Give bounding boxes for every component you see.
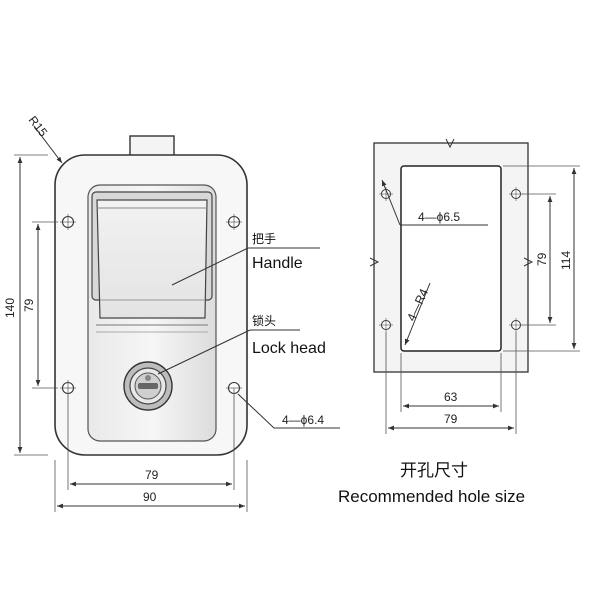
cutout-width-inner-label: 63: [444, 390, 458, 404]
latch-front-view: R15 140 79 79 90 4—ϕ6.4 把手 Handle 锁头: [3, 113, 340, 512]
cutout-view: 4—ϕ6.5 4—R4 79 114 63 79 开孔尺寸 Recommende…: [338, 138, 580, 506]
lock-head-label-cn: 锁头: [252, 313, 276, 328]
lock-head-label: Lock head: [252, 340, 326, 357]
handle-label-cn: 把手: [252, 232, 276, 246]
cutout-height-outer-label: 114: [559, 251, 573, 270]
cutout-hole-label: 4—ϕ6.5: [418, 210, 460, 224]
hole-diameter-label: 4—ϕ6.4: [282, 413, 324, 427]
cutout-title-cn: 开孔尺寸: [400, 461, 468, 481]
width-total-label: 90: [143, 490, 157, 504]
cutout-hole: [400, 165, 502, 352]
width-holes-label: 79: [145, 468, 159, 482]
handle-label: Handle: [252, 255, 303, 272]
mounting-holes: [60, 214, 242, 396]
cutout-mount-holes: [379, 187, 523, 332]
cutout-title: Recommended hole size: [338, 487, 525, 506]
height-holes-label: 79: [22, 298, 36, 312]
cutout-height-inner-label: 79: [535, 252, 549, 266]
radius-label: R15: [26, 113, 51, 139]
cutout-width-outer-label: 79: [444, 412, 458, 426]
height-total-label: 140: [3, 298, 17, 318]
lock-head: [123, 361, 173, 411]
handle: [96, 199, 208, 319]
